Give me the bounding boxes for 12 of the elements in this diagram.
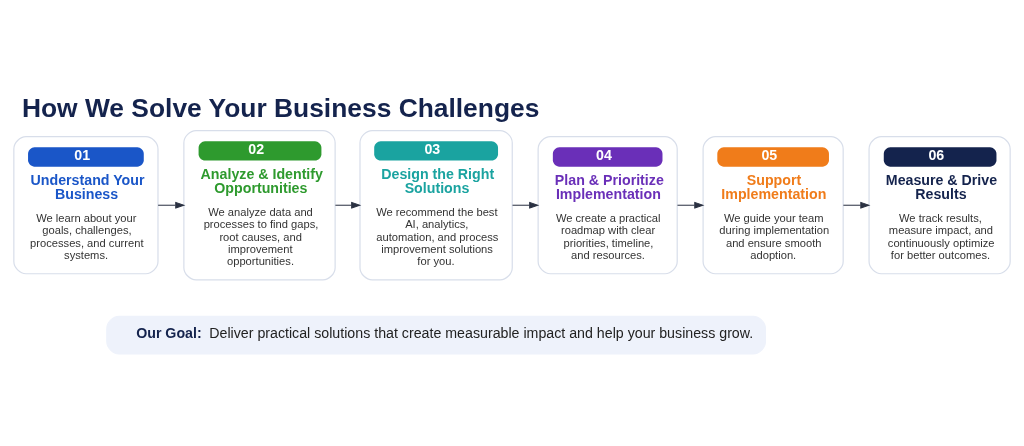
arrow	[842, 201, 871, 209]
node-box: 02 Analyze & Identify Opportunities We analyze data and processes to find gaps, root causes, and improvement opportunities.	[183, 129, 336, 280]
node-box: 05 Support Implementation We guide your team during implementation and ensure smooth adoption.	[702, 135, 844, 274]
node-box: 06 Measure & Drive Results We track results, measure impact, and continuously optimize for better outcomes.	[868, 135, 1011, 274]
diagram-title: How We Solve Your Business Challenges	[21, 92, 540, 123]
arrow	[157, 201, 186, 209]
node-box: 04 Plan & Prioritize Implementation We create a practical roadmap with clear priorities, timeline, and resources.	[537, 135, 678, 274]
node-box: 03 Design the Right Solutions We recommend the best AI, analytics, automation, and process improvement solutions for you.	[359, 129, 513, 280]
node-box: 01 Understand Your Business We learn about your goals, challenges, processes, and current systems.	[13, 135, 159, 274]
arrow	[676, 201, 705, 209]
arrow	[334, 201, 362, 209]
arrow	[512, 201, 540, 209]
